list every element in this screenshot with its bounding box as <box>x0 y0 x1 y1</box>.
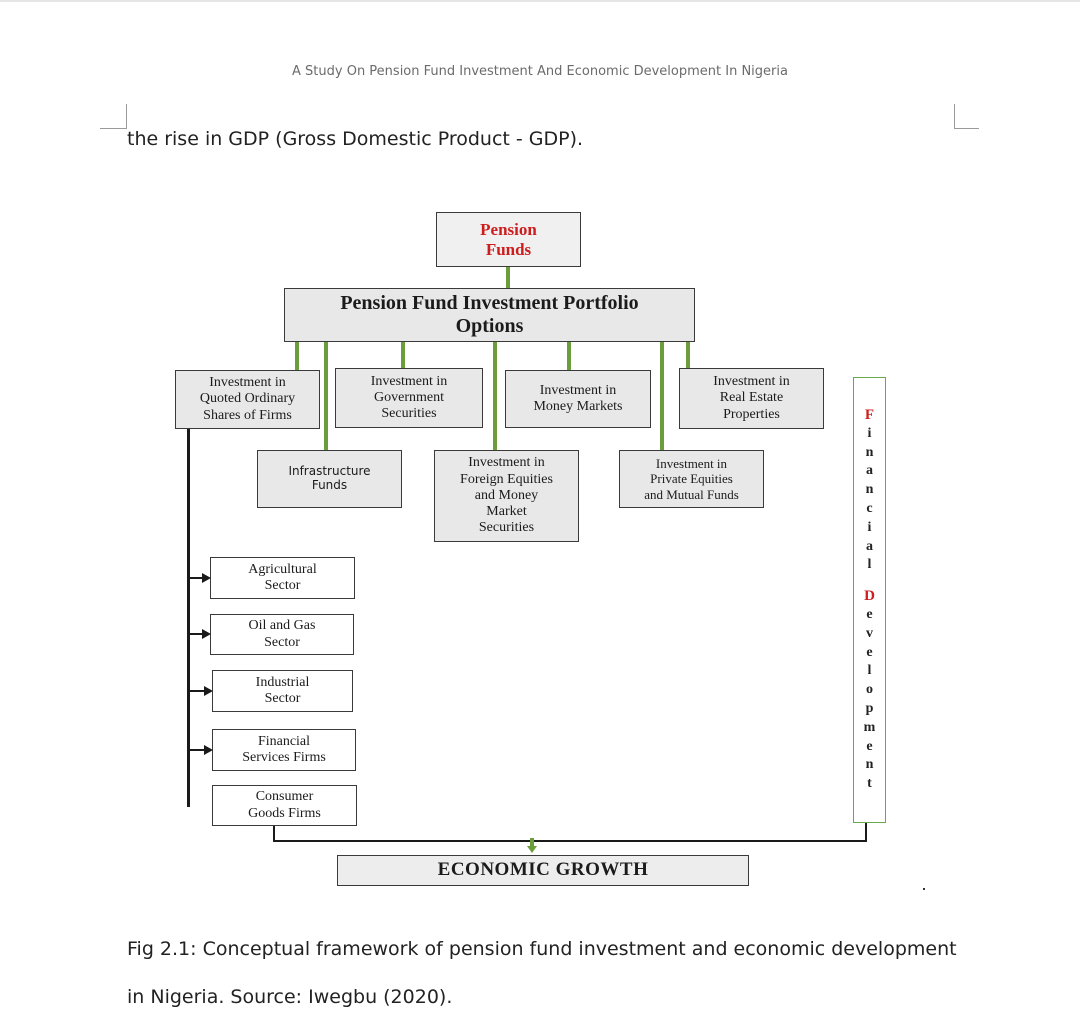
side-label-letter: e <box>866 607 873 622</box>
connector-private-equities <box>660 342 664 450</box>
top-border <box>0 0 1080 2</box>
side-label-letter: e <box>866 738 873 754</box>
side-label-letter: t <box>867 776 872 792</box>
side-label-letter: p <box>865 700 874 716</box>
arrow-industrial <box>204 686 213 696</box>
economic-growth-box: ECONOMIC GROWTH <box>337 855 749 886</box>
pension-funds-box: Pension Funds <box>436 212 581 267</box>
side-label-letter: v <box>865 625 873 641</box>
real-estate-box: Investment in Real Estate Properties <box>679 368 824 429</box>
connector-government <box>401 342 405 368</box>
portfolio-options-box: Pension Fund Investment Portfolio Option… <box>284 288 695 342</box>
arrow-shaft-industrial <box>189 690 204 692</box>
connector-foreign-equities <box>493 342 497 450</box>
arrow-agricultural <box>202 573 211 583</box>
oil-gas-sector-box: Oil and Gas Sector <box>210 614 354 655</box>
side-label-letter: n <box>865 757 874 773</box>
side-label-letter: m <box>863 719 876 735</box>
running-header: A Study On Pension Fund Investment And E… <box>292 64 788 79</box>
side-label-letter: a <box>865 538 873 554</box>
arrow-shaft-agricultural <box>189 577 202 579</box>
infrastructure-funds-box: Infrastructure Funds <box>257 450 402 508</box>
private-equities-box: Investment in Private Equities and Mutua… <box>619 450 764 508</box>
financial-services-box: Financial Services Firms <box>212 729 356 771</box>
stray-dot <box>923 888 925 890</box>
arrow-shaft-financial <box>189 749 204 751</box>
figure-caption-line2: in Nigeria. Source: Iwegbu (2020). <box>127 986 453 1008</box>
side-label-letter: D <box>864 588 875 605</box>
industrial-sector-box: Industrial Sector <box>212 670 353 712</box>
side-label-letter: n <box>865 482 874 498</box>
arrow-to-growth <box>527 846 537 853</box>
arrow-shaft-oil-gas <box>189 633 202 635</box>
connector-to-growth <box>530 838 534 848</box>
side-label-letter: n <box>865 444 874 460</box>
sector-spine-line <box>187 429 190 807</box>
agricultural-sector-box: Agricultural Sector <box>210 557 355 599</box>
arrow-financial <box>204 745 213 755</box>
consumer-goods-box: Consumer Goods Firms <box>212 785 357 826</box>
crop-mark-left <box>100 104 127 129</box>
connector-real-estate <box>686 342 690 368</box>
bracket-left-drop <box>273 826 275 842</box>
connector-quoted-shares <box>295 342 299 370</box>
side-label-letter: F <box>864 407 875 424</box>
figure-caption-line1: Fig 2.1: Conceptual framework of pension… <box>127 938 957 960</box>
bracket-bottom-line <box>273 840 867 842</box>
connector-money-markets <box>567 342 571 370</box>
government-securities-box: Investment in Government Securities <box>335 368 483 428</box>
side-label-letter: o <box>865 682 873 698</box>
side-label-letter: i <box>867 425 872 441</box>
side-label-letter: l <box>867 663 872 679</box>
arrow-oil-gas <box>202 629 211 639</box>
side-label-letter: l <box>867 557 872 573</box>
connector-top <box>506 267 510 289</box>
foreign-equities-box: Investment in Foreign Equities and Money… <box>434 450 579 542</box>
side-label-letter: c <box>866 501 873 517</box>
quoted-shares-box: Investment in Quoted Ordinary Shares of … <box>175 370 320 429</box>
lead-text: the rise in GDP (Gross Domestic Product … <box>127 128 584 150</box>
money-markets-box: Investment in Money Markets <box>505 370 651 428</box>
side-label-letter: e <box>866 644 873 660</box>
bracket-right-drop <box>865 823 867 842</box>
side-label-letter: a <box>865 463 873 479</box>
crop-mark-right <box>954 104 979 129</box>
side-label-letter: i <box>867 519 872 535</box>
connector-infrastructure <box>324 342 328 450</box>
